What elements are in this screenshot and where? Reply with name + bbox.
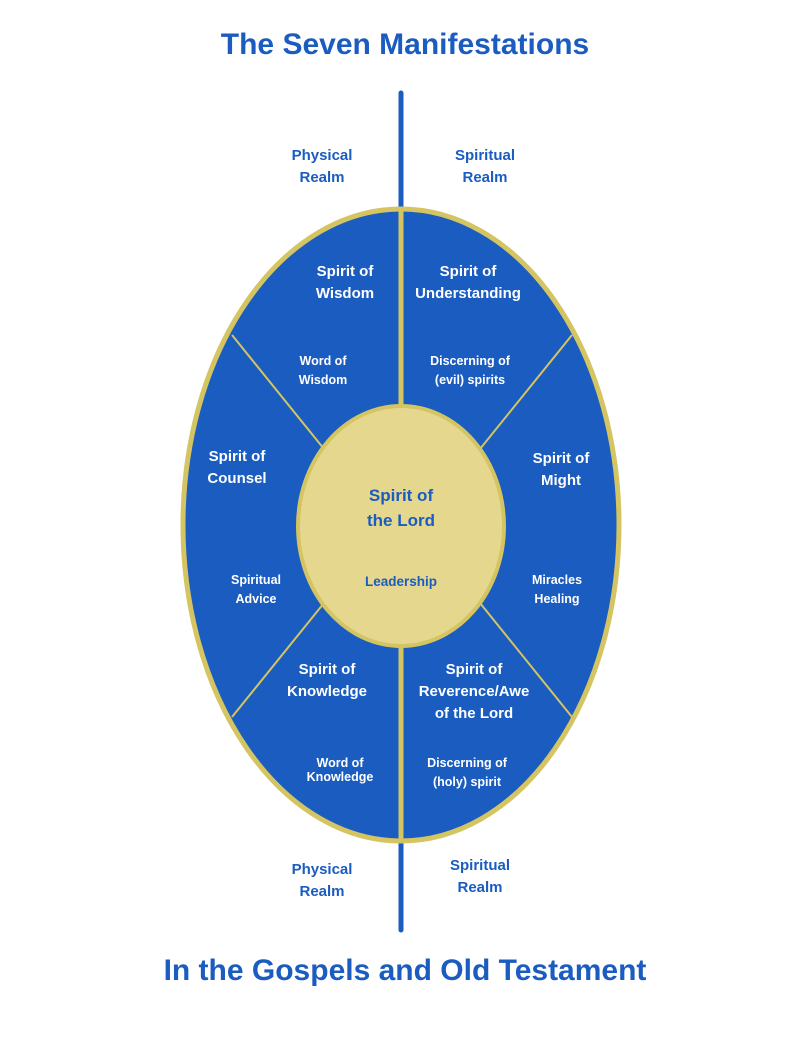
- realm-label-bottom-left: Physical Realm: [292, 861, 353, 900]
- segment-wisdom-gift: Word of: [300, 354, 348, 368]
- svg-text:(evil) spirits: (evil) spirits: [435, 373, 505, 387]
- divider-lower-right: [479, 602, 573, 718]
- segment-wisdom-name: Spirit of: [317, 263, 375, 280]
- svg-text:Healing: Healing: [534, 592, 579, 606]
- svg-text:Wisdom: Wisdom: [316, 285, 374, 302]
- svg-text:Reverence/Awe: Reverence/Awe: [419, 683, 530, 700]
- realm-label-top-left: Physical Realm: [292, 147, 353, 186]
- segment-reverence: Spirit of Reverence/Awe of the Lord Disc…: [419, 661, 530, 789]
- svg-text:Physical: Physical: [292, 147, 353, 164]
- segment-might-gift: Miracles: [532, 573, 582, 587]
- segment-might: Spirit of Might Miracles Healing: [532, 450, 590, 606]
- center-ellipse: [296, 404, 506, 648]
- center-name: Spirit of: [369, 486, 434, 505]
- segment-counsel-name: Spirit of: [209, 448, 267, 465]
- diagram-title: The Seven Manifestations: [220, 28, 590, 61]
- realm-label-bottom-right: Spiritual Realm: [450, 857, 510, 896]
- svg-text:Knowledge: Knowledge: [307, 770, 374, 784]
- segment-understanding-name: Spirit of: [440, 263, 498, 280]
- segment-reverence-name: Spirit of: [446, 661, 504, 678]
- svg-text:Realm: Realm: [457, 879, 502, 896]
- svg-text:Spiritual: Spiritual: [450, 857, 510, 874]
- segment-knowledge: Spirit of Knowledge Word of Knowledge: [287, 661, 373, 784]
- svg-text:Counsel: Counsel: [207, 470, 266, 487]
- divider-upper-left: [231, 334, 325, 450]
- center-spirit-of-the-lord: Spirit of the Lord Leadership: [365, 486, 437, 589]
- svg-text:Realm: Realm: [299, 883, 344, 900]
- segment-knowledge-name: Spirit of: [299, 661, 357, 678]
- divider-upper-right: [479, 334, 573, 450]
- segment-counsel: Spirit of Counsel Spiritual Advice: [207, 448, 281, 606]
- segment-might-name: Spirit of: [533, 450, 591, 467]
- svg-text:Wisdom: Wisdom: [299, 373, 348, 387]
- svg-text:Knowledge: Knowledge: [287, 683, 367, 700]
- center-gift: Leadership: [365, 574, 437, 589]
- diagram-subtitle: In the Gospels and Old Testament: [163, 954, 647, 987]
- segment-understanding-gift: Discerning of: [430, 354, 511, 368]
- segment-understanding: Spirit of Understanding Discerning of (e…: [415, 263, 521, 387]
- svg-text:Understanding: Understanding: [415, 285, 521, 302]
- svg-text:Realm: Realm: [462, 169, 507, 186]
- svg-text:Advice: Advice: [236, 592, 277, 606]
- svg-text:Realm: Realm: [299, 169, 344, 186]
- divider-lower-left: [231, 602, 325, 718]
- segment-counsel-gift: Spiritual: [231, 573, 281, 587]
- svg-text:Might: Might: [541, 472, 581, 489]
- realm-label-top-right: Spiritual Realm: [455, 147, 515, 186]
- svg-text:Physical: Physical: [292, 861, 353, 878]
- segment-wisdom: Spirit of Wisdom Word of Wisdom: [299, 263, 375, 387]
- segment-reverence-gift: Discerning of: [427, 756, 508, 770]
- svg-text:the Lord: the Lord: [367, 511, 435, 530]
- svg-text:(holy) spirit: (holy) spirit: [433, 775, 502, 789]
- segment-knowledge-gift: Word of: [317, 756, 365, 770]
- svg-text:Spiritual: Spiritual: [455, 147, 515, 164]
- svg-text:of the Lord: of the Lord: [435, 705, 513, 722]
